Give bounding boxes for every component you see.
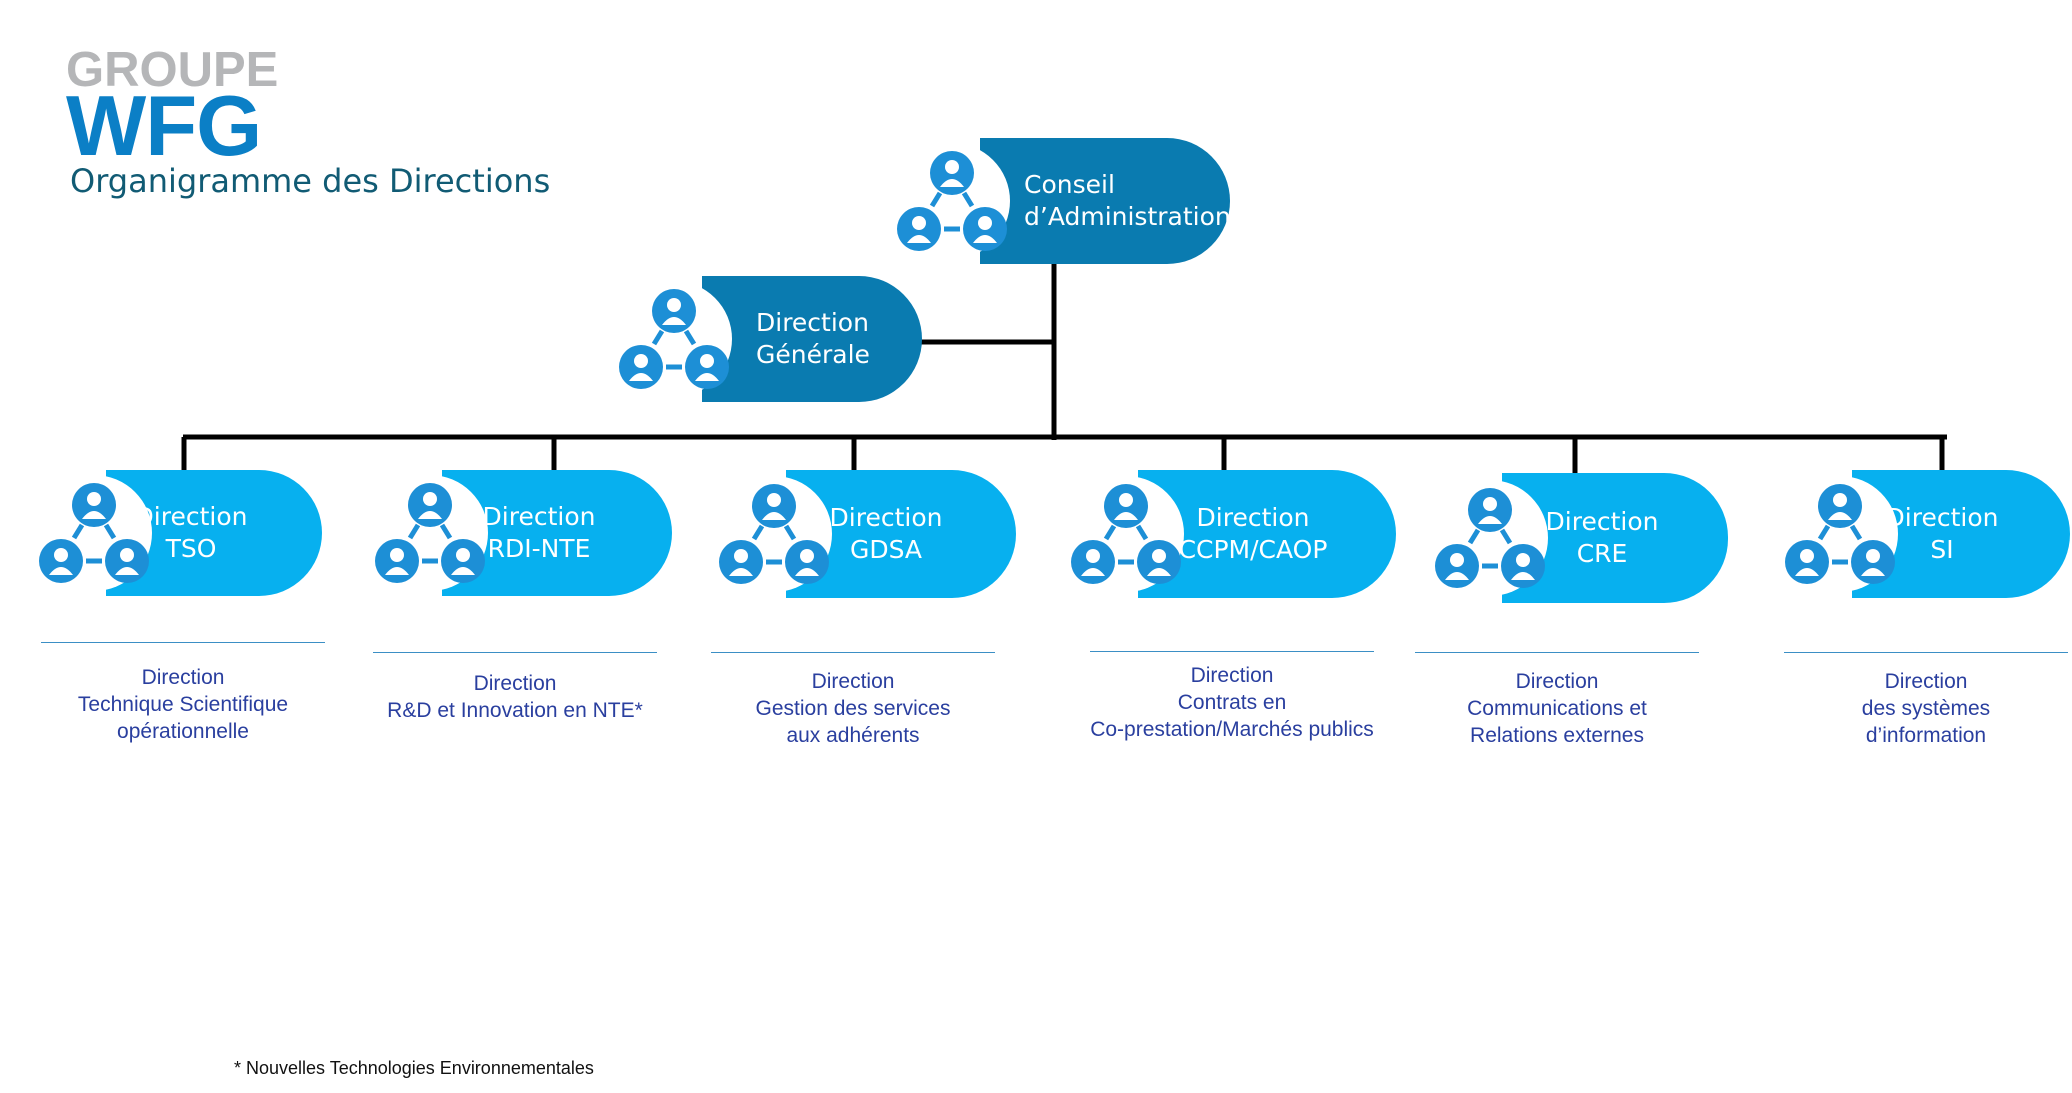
node-direction-tso: Direction TSO (36, 470, 322, 596)
node-label-line2: SI (1930, 535, 1954, 564)
description-line: Co-prestation/Marchés publics (1090, 718, 1374, 741)
node-direction-generale: Direction Générale (612, 276, 922, 402)
logo-groupe-text: GROUPE (66, 43, 279, 97)
people-network-icon (716, 476, 832, 592)
description-line: d’information (1865, 724, 1987, 747)
description-line: Technique Scientifique (77, 693, 289, 716)
node-label-line1: Direction (1885, 503, 1999, 532)
page-title: Organigramme des Directions (70, 162, 551, 200)
direction-description-tso: Direction Technique Scientifique opérati… (30, 642, 336, 745)
people-network-icon (1432, 480, 1548, 596)
node-label-line1: Direction (1196, 503, 1310, 532)
node-label-line2: TSO (165, 534, 217, 563)
description-line: Communications et (1467, 697, 1647, 720)
divider (373, 652, 657, 653)
node-conseil-administration: Conseil d’Administration (890, 138, 1231, 264)
description-line: Direction (1515, 670, 1599, 693)
description-line: Direction (473, 672, 557, 695)
description-line: R&D et Innovation en NTE* (387, 699, 643, 722)
description-line: Relations externes (1470, 724, 1644, 747)
node-label-line2: CRE (1576, 539, 1628, 568)
node-label-line1: Direction (134, 502, 248, 531)
node-label-line2: RDI-NTE (487, 534, 591, 563)
direction-description-rdi-nte: Direction R&D et Innovation en NTE* (360, 652, 670, 724)
node-label-line2: Générale (756, 340, 870, 369)
divider (1415, 652, 1699, 653)
people-network-icon (616, 281, 732, 397)
direction-description-ccpm-caop: Direction Contrats en Co-prestation/Marc… (1060, 651, 1404, 743)
description-line: Direction (1190, 664, 1274, 687)
node-label-line1: Direction (1545, 507, 1659, 536)
node-direction-gdsa: Direction GDSA (716, 470, 1016, 598)
people-network-icon (372, 475, 488, 591)
node-direction-ccpm-caop: Direction CCPM/CAOP (1068, 470, 1396, 598)
description-line: Direction (811, 670, 895, 693)
description-line: opérationnelle (117, 720, 249, 743)
node-label-line1: Direction (482, 502, 596, 531)
people-network-icon (36, 475, 152, 591)
description-line: aux adhérents (786, 724, 920, 747)
description-line: Contrats en (1177, 691, 1287, 714)
node-label-line2: d’Administration (1024, 202, 1231, 231)
node-label-line2: CCPM/CAOP (1178, 535, 1328, 564)
node-label-line2: GDSA (849, 535, 923, 564)
description-line: Direction (1884, 670, 1968, 693)
people-network-icon (894, 143, 1010, 259)
divider (1784, 652, 2068, 653)
direction-description-si: Direction des systèmes d’information (1773, 652, 2072, 749)
node-direction-cre: Direction CRE (1432, 473, 1728, 603)
people-network-icon (1782, 476, 1898, 592)
footnote: * Nouvelles Technologies Environnemental… (234, 1058, 594, 1078)
node-direction-rdi-nte: Direction RDI-NTE (372, 470, 672, 596)
node-label-line1: Direction (756, 308, 869, 337)
description-line: des systèmes (1861, 697, 1991, 720)
people-network-icon (1068, 476, 1184, 592)
divider (41, 642, 325, 643)
direction-description-cre: Direction Communications et Relations ex… (1404, 652, 1710, 749)
logo-wfg-text: WFG (66, 79, 262, 174)
divider (1090, 651, 1374, 652)
node-direction-si: Direction SI (1782, 470, 2070, 598)
description-line: Direction (141, 666, 225, 689)
description-line: Gestion des services (755, 697, 951, 720)
node-label-line1: Conseil (1024, 170, 1115, 199)
node-label-line1: Direction (829, 503, 943, 532)
divider (711, 652, 995, 653)
direction-description-gdsa: Direction Gestion des services aux adhér… (700, 652, 1006, 749)
